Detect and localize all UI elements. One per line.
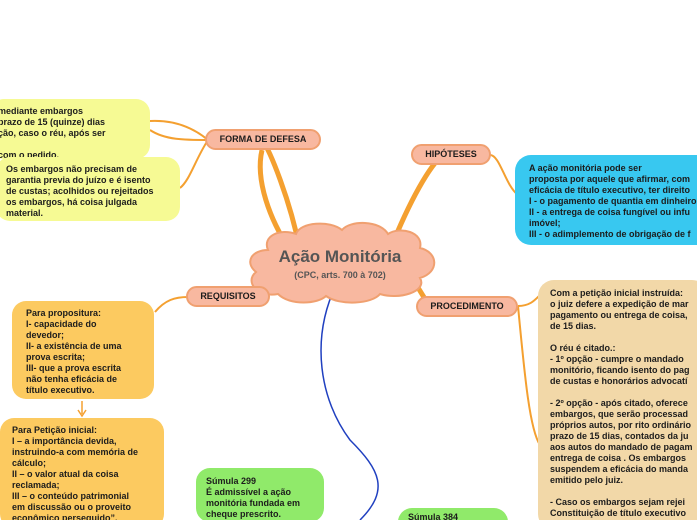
link-procedimento-notes bbox=[517, 294, 541, 307]
note-defesa-embargos-garantia[interactable]: Os embargos não precisam de garantia pre… bbox=[0, 157, 180, 221]
note-requisitos-propositura[interactable]: Para propositura: I- capacidade do deved… bbox=[12, 301, 154, 399]
arrow-head-icon bbox=[77, 409, 87, 418]
note-sumula-384[interactable]: Súmula 384 bbox=[398, 508, 508, 520]
note-requisitos-peticao[interactable]: Para Petição inicial: I – a importância … bbox=[0, 418, 164, 520]
link-hipoteses-notes bbox=[489, 154, 519, 196]
note-hipoteses[interactable]: A ação monitória pode ser proposta por a… bbox=[515, 155, 697, 245]
branch-requisitos[interactable]: REQUISITOS bbox=[186, 286, 270, 307]
note-defesa-embargos[interactable]: mediante embargos prazo de 15 (quinze) d… bbox=[0, 99, 150, 160]
link-defesa-yellow-line bbox=[149, 119, 209, 141]
blue-connector bbox=[320, 284, 379, 520]
branch-hipoteses[interactable]: HIPÓTESES bbox=[411, 144, 491, 165]
central-topic-title[interactable]: Ação Monitória bbox=[278, 247, 402, 266]
branch-procedimento[interactable]: PROCEDIMENTO bbox=[416, 296, 518, 317]
link-defesa-notes-2 bbox=[179, 139, 209, 189]
link-defesa-notes bbox=[149, 129, 209, 141]
link-requisitos-notes bbox=[154, 296, 189, 313]
branch-forma-de-defesa[interactable]: FORMA DE DEFESA bbox=[205, 129, 321, 150]
note-sumula-299[interactable]: Súmula 299 É admissível a ação monitória… bbox=[196, 468, 324, 520]
central-topic-subtitle: (CPC, arts. 700 à 702) bbox=[294, 270, 386, 280]
link-procedimento-notes-2 bbox=[517, 305, 541, 446]
note-procedimento[interactable]: Com a petição inicial instruída: o juiz … bbox=[538, 280, 697, 520]
